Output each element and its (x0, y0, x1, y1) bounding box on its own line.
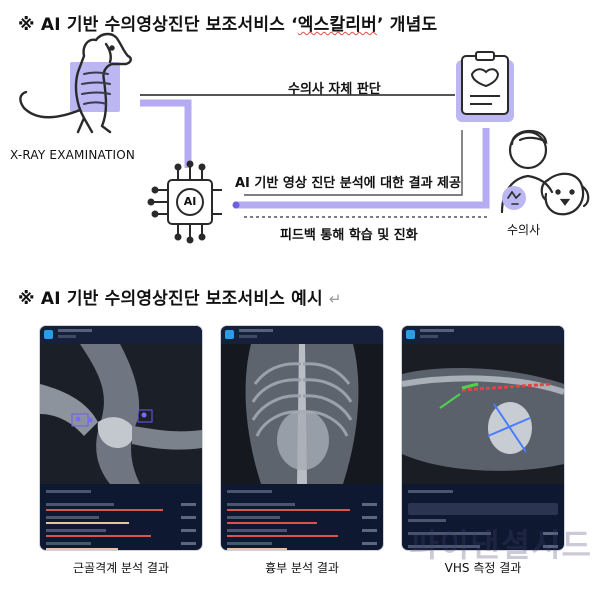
thoracic-results (221, 484, 383, 550)
examples-heading-text: ※ AI 기반 수의영상진단 보조서비스 예시 (18, 289, 323, 309)
vet-with-dog-icon (500, 129, 590, 216)
thoracic-xray-image (221, 344, 383, 484)
caption-thoracic: 흉부 분석 결과 (265, 561, 339, 575)
xray-dog-icon (19, 32, 132, 134)
clipboard-icon (456, 51, 514, 122)
watermark: 파이낸셜시드 (409, 526, 592, 564)
xray-to-ai-line (140, 99, 192, 168)
concept-heading-suffix: ’ 개념도 (376, 15, 438, 35)
musculoskeletal-xray-image (40, 344, 202, 484)
concept-heading-brand: 엑스칼리버 (297, 15, 377, 35)
caption-musculoskeletal: 근골격계 분석 결과 (73, 561, 169, 575)
example-panel-musculoskeletal (40, 326, 202, 550)
result-line (244, 130, 463, 196)
examples-heading: ※ AI 기반 수의영상진단 보조서비스 예시 ↵ (18, 284, 342, 309)
concept-diagram (19, 32, 590, 244)
feedback-label: 피드백 통해 학습 및 진화 (280, 228, 418, 243)
ai-to-vet-line (234, 128, 490, 209)
return-mark: ↵ (328, 290, 342, 308)
vhs-results (402, 484, 564, 550)
ai-chip-label: AI (183, 195, 197, 208)
concept-heading: ※ AI 기반 수의영상진단 보조서비스 ‘엑스칼리버’ 개념도 (18, 10, 437, 35)
ai-output-dot (232, 201, 240, 209)
ai-result-label: AI 기반 영상 진단 분석에 대한 결과 제공 (235, 176, 461, 191)
panel-header (40, 326, 202, 344)
example-panel-thoracic (221, 326, 383, 550)
ai-chip-icon (147, 160, 222, 244)
musculoskeletal-results (40, 484, 202, 550)
vet-judgement-label: 수의사 자체 판단 (288, 82, 381, 97)
vet-label: 수의사 (507, 223, 541, 237)
panel-header (221, 326, 383, 344)
panel-header (402, 326, 564, 344)
vhs-xray-image (402, 344, 564, 484)
caption-vhs: VHS 측정 결과 (444, 561, 522, 575)
xray-label: X-RAY EXAMINATION (10, 148, 136, 162)
example-panel-vhs (402, 326, 564, 550)
concept-heading-prefix: ※ AI 기반 수의영상진단 보조서비스 ‘ (18, 15, 298, 35)
